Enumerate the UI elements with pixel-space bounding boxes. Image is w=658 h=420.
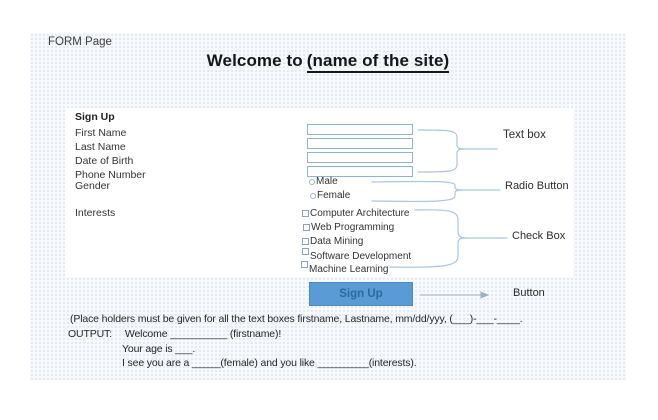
signup-button[interactable]: Sign Up: [309, 282, 413, 306]
checkbox-annotation-label: Check Box: [512, 230, 566, 242]
output-prefix: OUTPUT:: [68, 328, 112, 340]
slide-background: FORM Page Welcome to(name of the site) S…: [30, 33, 626, 380]
textbox-annotation-label: Text box: [503, 129, 546, 141]
data-mining-label: Data Mining: [310, 236, 364, 247]
site-name-placeholder: (name of the site): [306, 51, 450, 73]
radio-option-female[interactable]: Female: [310, 190, 350, 201]
signup-form-panel: Sign Up First Name Last Name Date of Bir…: [65, 108, 573, 277]
computer-architecture-label: Computer Architecture: [310, 208, 410, 219]
web-programming-checkbox-icon[interactable]: [303, 224, 310, 231]
web-programming-label: Web Programming: [311, 222, 395, 233]
last-name-input[interactable]: [307, 138, 413, 149]
signup-section-label: Sign Up: [75, 111, 115, 123]
checkbox-machine-learning[interactable]: Machine Learning: [301, 261, 389, 275]
last-name-label: Last Name: [75, 141, 126, 153]
checkbox-computer-architecture[interactable]: Computer Architecture: [302, 208, 410, 219]
male-radio-icon[interactable]: [309, 178, 315, 185]
machine-learning-label: Machine Learning: [309, 264, 389, 275]
radio-annotation-label: Radio Button: [505, 180, 569, 192]
computer-architecture-checkbox-icon[interactable]: [302, 210, 309, 217]
machine-learning-checkbox-icon[interactable]: [301, 261, 308, 268]
note-gender-interests: I see you are a _____(female) and you li…: [122, 357, 417, 369]
female-radio-icon[interactable]: [310, 192, 316, 199]
phone-number-input[interactable]: [307, 166, 413, 177]
first-name-input[interactable]: [307, 124, 413, 135]
checkbox-web-programming[interactable]: Web Programming: [303, 222, 394, 233]
output-welcome: Welcome __________ (firstname)!: [124, 328, 282, 340]
data-mining-checkbox-icon[interactable]: [302, 238, 309, 245]
date-of-birth-input[interactable]: [307, 152, 413, 163]
page-title: FORM Page: [48, 36, 112, 48]
interests-label: Interests: [75, 207, 116, 219]
button-arrow-head: [480, 291, 490, 299]
button-annotation-label: Button: [513, 287, 545, 299]
welcome-heading-prefix: Welcome to: [206, 51, 303, 70]
date-of-birth-label: Date of Birth: [75, 155, 134, 167]
software-development-label: Software Development: [310, 251, 412, 262]
first-name-label: First Name: [75, 127, 127, 139]
software-development-checkbox-icon[interactable]: [302, 248, 309, 255]
checkbox-software-development[interactable]: Software Development: [302, 248, 412, 262]
note-output: OUTPUT: Welcome __________ (firstname)!: [68, 328, 281, 340]
note-placeholders: (Place holders must be given for all the…: [70, 313, 523, 325]
checkbox-data-mining[interactable]: Data Mining: [302, 236, 363, 247]
note-age: Your age is ___.: [122, 343, 196, 355]
radio-option-male[interactable]: Male: [309, 176, 338, 187]
male-radio-label: Male: [316, 176, 338, 187]
female-radio-label: Female: [317, 190, 351, 201]
gender-label: Gender: [75, 180, 111, 192]
phone-number-label: Phone Number: [75, 169, 146, 181]
welcome-heading: Welcome to(name of the site): [30, 51, 626, 73]
